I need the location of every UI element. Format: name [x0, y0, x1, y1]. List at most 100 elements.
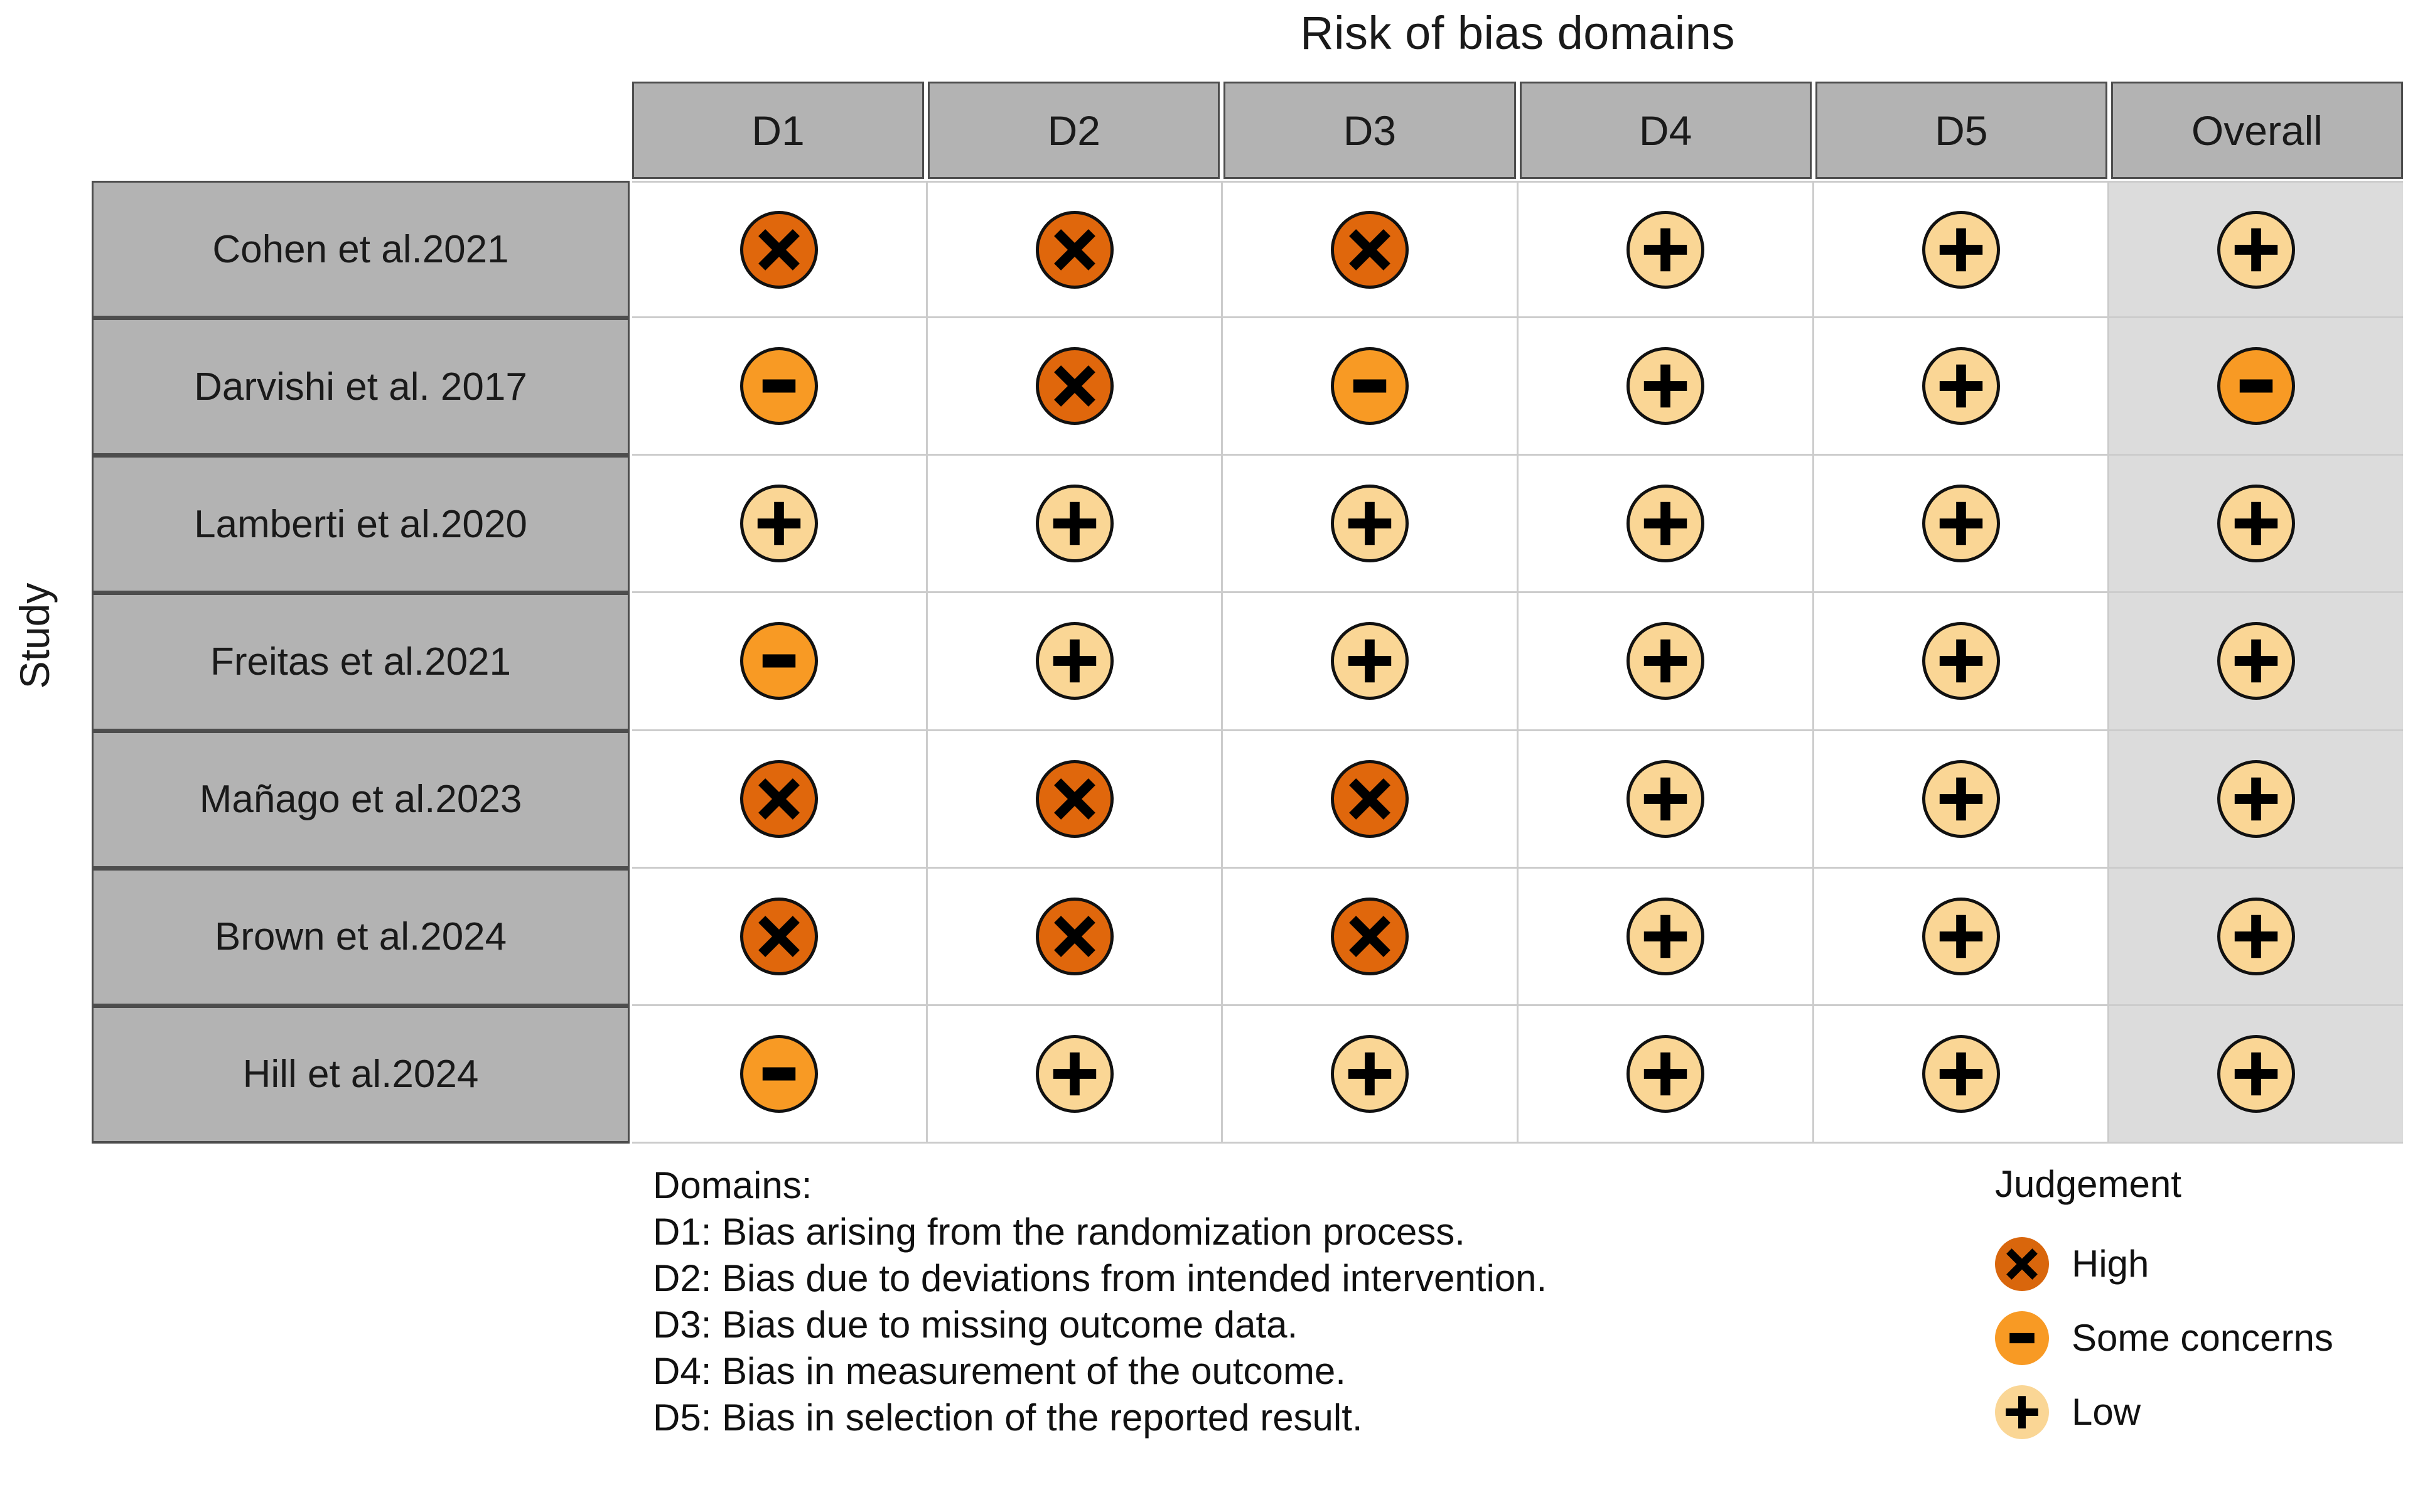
judgement-cell-d2 — [927, 181, 1223, 319]
judgement-high-icon — [1331, 897, 1409, 975]
judgement-glyph — [1925, 488, 1997, 559]
column-header-d5: D5 — [1815, 82, 2107, 179]
judgement-low-icon — [1626, 622, 1704, 700]
domains-legend-item-d2: D2: Bias due to deviations from intended… — [653, 1257, 1547, 1299]
table-row: Lamberti et al.2020 — [92, 456, 2404, 594]
judgement-low-icon — [1626, 347, 1704, 426]
domains-legend-item-d5: D5: Bias in selection of the reported re… — [653, 1397, 1363, 1439]
judgement-glyph — [1630, 1038, 1701, 1110]
judgement-cell-d1 — [632, 868, 928, 1006]
judgement-glyph — [1925, 1038, 1997, 1110]
judgement-glyph — [1630, 350, 1701, 422]
legend-item-low: Low — [1995, 1375, 2425, 1449]
judgement-low-icon — [2217, 210, 2296, 289]
judgement-glyph — [1334, 763, 1406, 835]
judgement-glyph — [2220, 763, 2292, 835]
legend-label: Low — [2072, 1391, 2141, 1433]
judgement-low-icon — [1626, 210, 1704, 289]
judgement-cell-d4 — [1519, 868, 1814, 1006]
judgement-cells — [632, 1005, 2404, 1144]
judgement-glyph — [1039, 214, 1110, 286]
judgement-cell-d1 — [632, 181, 928, 319]
judgement-low-icon — [2217, 1034, 2296, 1113]
judgement-cell-d2 — [927, 593, 1223, 731]
judgement-cell-d5 — [1814, 456, 2110, 594]
judgement-low-icon — [1035, 622, 1114, 700]
legend-label: High — [2072, 1243, 2149, 1285]
judgement-glyph — [743, 901, 815, 972]
judgement-cell-d3 — [1223, 593, 1519, 731]
judgement-cell-d1 — [632, 1005, 928, 1144]
judgement-glyph — [1039, 763, 1110, 835]
judgement-cell-d2 — [927, 731, 1223, 869]
judgement-glyph — [1039, 1038, 1110, 1110]
judgement-high-icon — [739, 210, 818, 289]
judgement-glyph — [2220, 350, 2292, 422]
legend-glyph — [1995, 1311, 2049, 1365]
legend-high-icon — [1995, 1237, 2049, 1291]
judgement-glyph — [1334, 625, 1406, 697]
judgement-cell-d4 — [1519, 731, 1814, 869]
domains-legend-item-d3: D3: Bias due to missing outcome data. — [653, 1304, 1298, 1346]
legend-label: Some concerns — [2072, 1317, 2333, 1359]
judgement-glyph — [1334, 350, 1406, 422]
domains-legend-heading: Domains: — [653, 1164, 812, 1206]
judgement-cell-overall — [2109, 593, 2404, 731]
judgement-glyph — [743, 488, 815, 559]
table-row: Hill et al.2024 — [92, 1005, 2404, 1144]
domains-legend: Domains:D1: Bias arising from the random… — [653, 1162, 1547, 1441]
judgement-high-icon — [1035, 210, 1114, 289]
judgement-glyph — [2220, 901, 2292, 972]
judgement-some-concerns-icon — [739, 622, 818, 700]
study-label: Freitas et al.2021 — [92, 593, 630, 731]
table-row: Cohen et al.2021 — [92, 181, 2404, 319]
study-label: Darvishi et al. 2017 — [92, 318, 630, 456]
judgement-glyph — [1039, 625, 1110, 697]
judgement-cell-d5 — [1814, 868, 2110, 1006]
judgement-cell-d3 — [1223, 456, 1519, 594]
judgement-glyph — [1630, 625, 1701, 697]
judgement-glyph — [1334, 1038, 1406, 1110]
judgement-high-icon — [739, 897, 818, 975]
judgement-glyph — [1039, 901, 1110, 972]
judgement-low-icon — [1626, 1034, 1704, 1113]
legend-low-icon — [1995, 1385, 2049, 1439]
judgement-cell-overall — [2109, 456, 2404, 594]
judgement-cell-overall — [2109, 731, 2404, 869]
judgement-high-icon — [1331, 759, 1409, 838]
judgement-glyph — [743, 350, 815, 422]
page-title: Risk of bias domains — [1300, 7, 1735, 59]
judgement-glyph — [1630, 901, 1701, 972]
judgement-glyph — [2220, 1038, 2292, 1110]
judgement-glyph — [1925, 763, 1997, 835]
judgement-low-icon — [1922, 622, 2000, 700]
column-header-d4: D4 — [1519, 82, 1812, 179]
legend-glyph — [1995, 1237, 2049, 1291]
judgement-low-icon — [1035, 1034, 1114, 1113]
judgement-low-icon — [2217, 759, 2296, 838]
domains-legend-item-d4: D4: Bias in measurement of the outcome. — [653, 1350, 1346, 1392]
column-header-d1: D1 — [632, 82, 925, 179]
judgement-glyph — [743, 763, 815, 835]
judgement-cell-d5 — [1814, 181, 2110, 319]
judgement-glyph — [2220, 488, 2292, 559]
study-label: Cohen et al.2021 — [92, 181, 630, 319]
judgement-glyph — [2220, 214, 2292, 286]
judgement-cell-d1 — [632, 731, 928, 869]
judgement-cell-d5 — [1814, 1005, 2110, 1144]
judgement-high-icon — [1331, 210, 1409, 289]
judgement-cell-d4 — [1519, 593, 1814, 731]
y-axis-label: Study — [11, 582, 58, 689]
judgement-low-icon — [1922, 347, 2000, 426]
judgement-cells — [632, 456, 2404, 594]
judgement-cell-d4 — [1519, 181, 1814, 319]
judgement-glyph — [1334, 488, 1406, 559]
column-header-d2: D2 — [928, 82, 1220, 179]
judgement-cell-d1 — [632, 456, 928, 594]
judgement-some-concerns-icon — [1331, 347, 1409, 426]
column-header-d3: D3 — [1223, 82, 1516, 179]
judgement-cell-d4 — [1519, 318, 1814, 456]
judgement-glyph — [1925, 625, 1997, 697]
judgement-cells — [632, 318, 2404, 456]
